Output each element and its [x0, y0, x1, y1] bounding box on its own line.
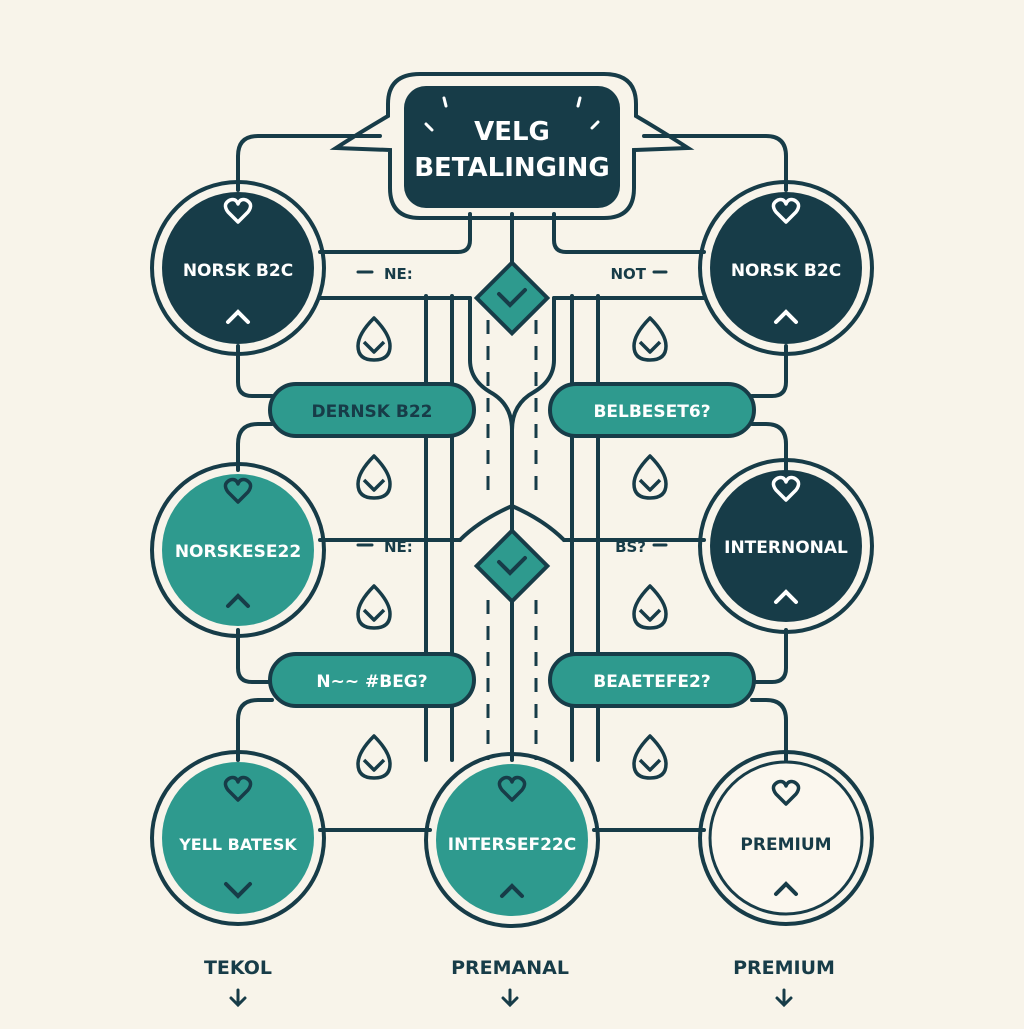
chevron-down-icon [224, 882, 252, 899]
footer-premanal[interactable]: PREMANAL [451, 957, 569, 1008]
pill-beaetefe22[interactable]: BEAETEFE2? [548, 652, 756, 708]
node-label: NORSK B2C [183, 261, 293, 281]
pill-belbeset6[interactable]: BELBESET6? [548, 382, 756, 438]
diamond-check-icon-top[interactable] [473, 259, 551, 337]
sparkle-icon [424, 96, 600, 132]
leaf-icon [632, 584, 668, 630]
chevron-up-icon [774, 589, 798, 604]
chevron-up-icon [774, 881, 798, 896]
node-norsk-b2c-right[interactable]: NORSK B2C [698, 180, 874, 356]
leaf-icon [632, 454, 668, 500]
leaf-icon [356, 316, 392, 362]
heart-icon [771, 779, 801, 806]
arrow-down-icon [229, 988, 247, 1008]
leaf-icon [632, 734, 668, 780]
footer-premium[interactable]: PREMIUM [733, 957, 835, 1008]
node-label: YELL BATESK [178, 835, 297, 854]
header-title-line2: BETALINGING [414, 153, 610, 183]
pill-dernsk-b22[interactable]: DERNSK B22 [268, 382, 476, 438]
node-norskese22[interactable]: NORSKESE22 [150, 462, 326, 638]
node-label: INTERSEF22C [448, 835, 576, 855]
chevron-up-icon [774, 309, 798, 324]
node-label: PREMIUM [740, 835, 831, 855]
dashed-lines [486, 320, 538, 760]
node-intersef22c[interactable]: INTERSEF22C [424, 752, 600, 928]
heart-icon [223, 197, 253, 224]
chevron-up-icon [226, 309, 250, 324]
node-label: NORSKESE22 [175, 542, 301, 562]
node-internonal[interactable]: INTERNONAL [698, 458, 874, 634]
node-label: INTERNONAL [724, 538, 848, 558]
pill-label: BELBESET6? [593, 402, 710, 422]
heart-icon [223, 775, 253, 802]
node-label: NORSK B2C [731, 261, 841, 281]
heart-icon [223, 477, 253, 504]
connector-label-not-top: NOT [610, 265, 646, 283]
leaf-icon [356, 734, 392, 780]
chevron-up-icon [226, 593, 250, 608]
leaf-icon [356, 584, 392, 630]
arrow-down-icon [501, 988, 519, 1008]
heart-icon [771, 475, 801, 502]
connector-label-bs-mid: BS? [615, 538, 646, 556]
header-title-line1: VELG [474, 117, 550, 147]
arrow-down-icon [775, 988, 793, 1008]
header-body [404, 86, 620, 208]
leaf-icon [632, 316, 668, 362]
heart-icon [771, 197, 801, 224]
node-premium[interactable]: PREMIUM [698, 750, 874, 926]
chevron-up-icon [500, 883, 524, 898]
leaf-icons [356, 316, 668, 780]
footer-label: PREMIUM [733, 957, 835, 979]
header-node[interactable]: VELG BETALINGING [329, 72, 695, 220]
connector-dashes [356, 270, 668, 832]
heart-icon [497, 775, 527, 802]
connector-label-ne-top: NE: [384, 265, 413, 283]
pill-label: DERNSK B22 [312, 402, 433, 422]
pill-label: BEAETEFE2? [593, 672, 710, 692]
node-yell-batesk[interactable]: YELL BATESK [150, 750, 326, 926]
footer-label: TEKOL [204, 957, 272, 979]
header-frame [329, 72, 695, 220]
footer-tekol[interactable]: TEKOL [204, 957, 272, 1008]
footer-label: PREMANAL [451, 957, 569, 979]
diamond-check-icon-middle[interactable] [473, 527, 551, 605]
leaf-icon [356, 454, 392, 500]
node-norsk-b2c-left[interactable]: NORSK B2C [150, 180, 326, 356]
connector-label-ne-mid: NE: [384, 538, 413, 556]
pill-nwe-beg6[interactable]: N~~ #BEG? [268, 652, 476, 708]
pill-label: N~~ #BEG? [316, 672, 427, 692]
